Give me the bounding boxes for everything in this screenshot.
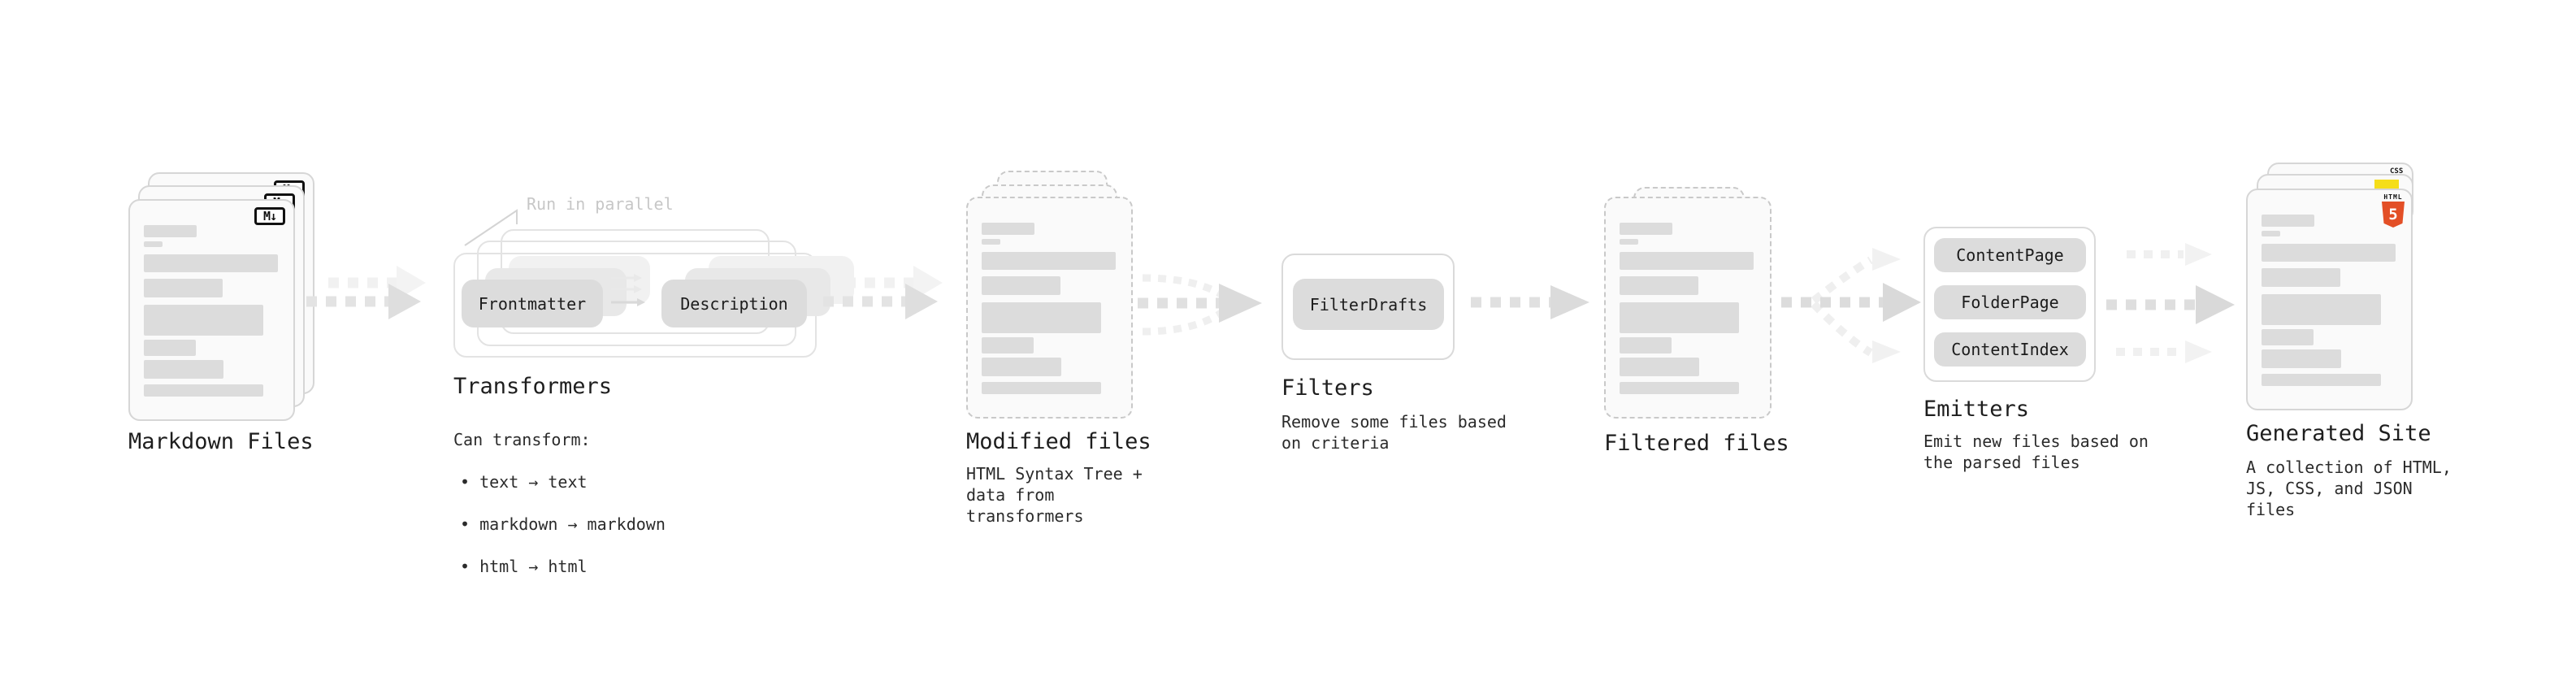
generated-site-description: A collection of HTML, JS, CSS, and JSON … [2246,458,2452,519]
file-card-front: M↓ [128,199,295,421]
skeleton-bar [2262,268,2340,287]
skeleton-bar [1620,239,1638,245]
skeleton-bar [1620,358,1699,376]
stage-filters: FilterDrafts Filters Remove some files b… [1281,254,1525,481]
skeleton-bar [1620,276,1698,295]
skeleton-bar [1620,223,1672,235]
html5-badge-shield: 5 [2382,202,2405,228]
stage-label-filters: Filters [1281,375,1374,401]
can-transform-title: Can transform: [453,430,591,449]
skeleton-bar [2262,215,2314,227]
skeleton-bar [982,252,1116,270]
parallel-arrows-icon [611,274,645,306]
stage-label-transformers: Transformers [453,374,613,399]
flow-arrow-triple-icon [2106,243,2235,363]
stage-label-filtered-files: Filtered files [1604,431,1789,456]
emitter-node-contentindex: ContentIndex [1934,332,2086,367]
callout-line [464,209,518,246]
filter-node-filterdrafts: FilterDrafts [1293,279,1444,330]
skeleton-bar [982,276,1060,295]
skeleton-bar [982,337,1034,354]
skeleton-bar [982,302,1101,333]
stage-transformers: Run in parallel Frontmatter Description … [453,192,854,576]
emitter-node-contentpage: ContentPage [1934,238,2086,272]
skeleton-bar [2262,349,2341,368]
skeleton-bar [144,241,163,247]
skeleton-bar [144,384,263,397]
skeleton-bar [2262,329,2314,345]
skeleton-bar [1620,382,1739,394]
can-transform-item: html → html [460,556,666,577]
stage-label-generated-site: Generated Site [2246,421,2431,446]
can-transform-list: text → text markdown → markdown html → h… [460,450,666,598]
transformer-node-description: Description [661,280,807,327]
skeleton-bar [144,340,196,356]
stage-markdown-files: M↓ M↓ M↓ Markdown Files [128,172,332,514]
flow-arrow-fan-out-icon [1781,248,1921,363]
stage-modified-files: Modified files HTML Syntax Tree + data f… [966,171,1169,526]
html5-badge-icon: HTML 5 [2380,193,2406,228]
stage-filtered-files: Filtered files [1604,187,1807,512]
skeleton-bar [982,382,1101,394]
flow-arrow-icon [1471,285,1589,319]
skeleton-bar [982,239,1000,245]
skeleton-bar [2262,244,2396,262]
stage-generated-site: CSS HTML 5 Generated Site A collection o… [2246,163,2457,519]
run-in-parallel-annotation: Run in parallel [527,194,674,214]
skeleton-bar [144,305,263,336]
skeleton-bar [144,254,278,272]
html5-badge-word: HTML [2383,193,2403,201]
skeleton-bar [1620,337,1672,354]
skeleton-bar [144,225,197,237]
emitter-node-folderpage: FolderPage [1934,285,2086,319]
skeleton-bar [2262,294,2381,325]
modified-files-description: HTML Syntax Tree + data from transformer… [966,464,1143,526]
can-transform-item: text → text [460,471,666,492]
stage-label-modified-files: Modified files [966,429,1151,454]
skeleton-bar [2262,374,2381,386]
file-card-front [1604,197,1772,419]
flow-arrow-fan-in-icon [1138,274,1262,336]
transformer-node-frontmatter: Frontmatter [462,280,603,327]
skeleton-bar [1620,252,1754,270]
markdown-icon: M↓ [254,207,285,225]
skeleton-bar [144,279,223,297]
skeleton-bar [1620,302,1739,333]
stage-label-markdown-files: Markdown Files [128,429,314,454]
file-card-front: HTML 5 [2246,189,2413,410]
skeleton-bar [982,223,1034,235]
flow-arrow-icon [306,266,426,319]
stage-label-emitters: Emitters [1923,397,2030,422]
flow-arrow-icon [823,266,943,319]
js-badge-icon [2374,180,2399,189]
file-card-front [966,197,1133,419]
emitters-description: Emit new files based on the parsed files [1923,432,2149,472]
filters-description: Remove some files based on criteria [1281,412,1507,453]
skeleton-bar [144,360,223,379]
skeleton-bar [982,358,1061,376]
stage-emitters: ContentPage FolderPage ContentIndex Emit… [1923,227,2167,487]
transformers-description: Can transform: text → text markdown → ma… [453,408,666,619]
skeleton-bar [2262,231,2280,236]
can-transform-item: markdown → markdown [460,514,666,535]
